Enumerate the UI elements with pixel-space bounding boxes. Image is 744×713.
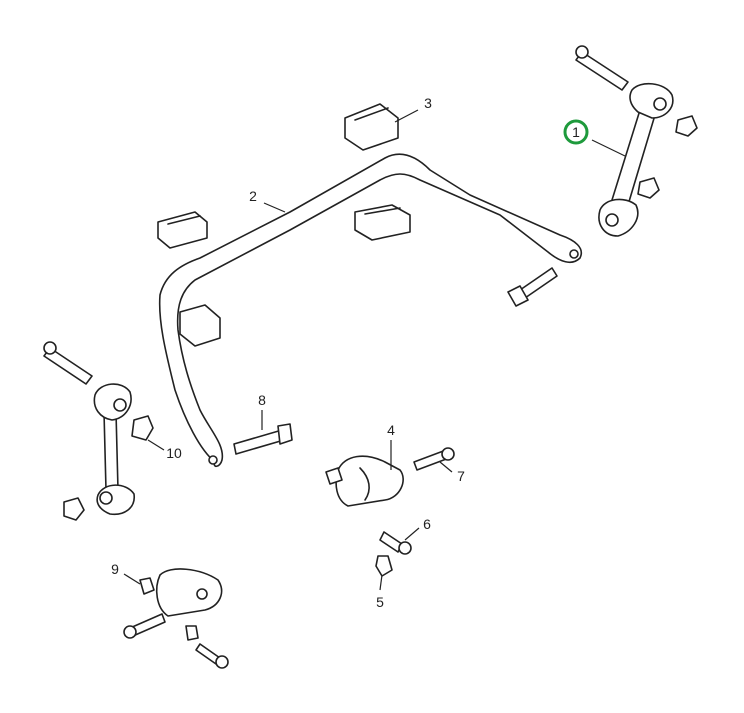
callout-7[interactable]: 7 <box>457 468 465 484</box>
callout-10[interactable]: 10 <box>166 445 182 461</box>
callout-4[interactable]: 4 <box>387 422 395 438</box>
bolt[interactable] <box>233 423 293 455</box>
nut[interactable] <box>131 415 154 441</box>
callout-1[interactable]: 1 <box>572 124 580 140</box>
bolt[interactable] <box>123 613 166 639</box>
bolt[interactable] <box>413 447 455 471</box>
nut[interactable] <box>139 577 155 595</box>
stabilizer-bar[interactable] <box>158 153 582 468</box>
nut[interactable] <box>325 467 343 485</box>
callout-8[interactable]: 8 <box>258 392 266 408</box>
end-link-right[interactable] <box>598 82 674 237</box>
callout-6[interactable]: 6 <box>423 516 431 532</box>
callout-9[interactable]: 9 <box>111 561 119 577</box>
bushing[interactable] <box>179 304 221 347</box>
fitting[interactable] <box>185 625 199 641</box>
nut[interactable] <box>637 177 660 199</box>
nut[interactable] <box>675 115 698 137</box>
callout-2[interactable]: 2 <box>249 188 257 204</box>
bolt[interactable] <box>575 45 629 91</box>
bushing[interactable] <box>344 103 399 151</box>
bolt[interactable] <box>507 267 558 307</box>
bolt[interactable] <box>195 643 229 669</box>
bolt[interactable] <box>43 341 93 385</box>
callout-5[interactable]: 5 <box>376 594 384 610</box>
fitting[interactable] <box>375 555 393 577</box>
bushing[interactable] <box>157 211 208 249</box>
end-link-left[interactable] <box>93 383 135 516</box>
callout-3[interactable]: 3 <box>424 95 432 111</box>
highlight-ring <box>563 119 589 145</box>
bushing[interactable] <box>354 204 411 241</box>
clamp[interactable] <box>155 568 223 617</box>
nut[interactable] <box>63 497 85 521</box>
bolt[interactable] <box>379 531 412 555</box>
clamp[interactable] <box>335 455 404 507</box>
